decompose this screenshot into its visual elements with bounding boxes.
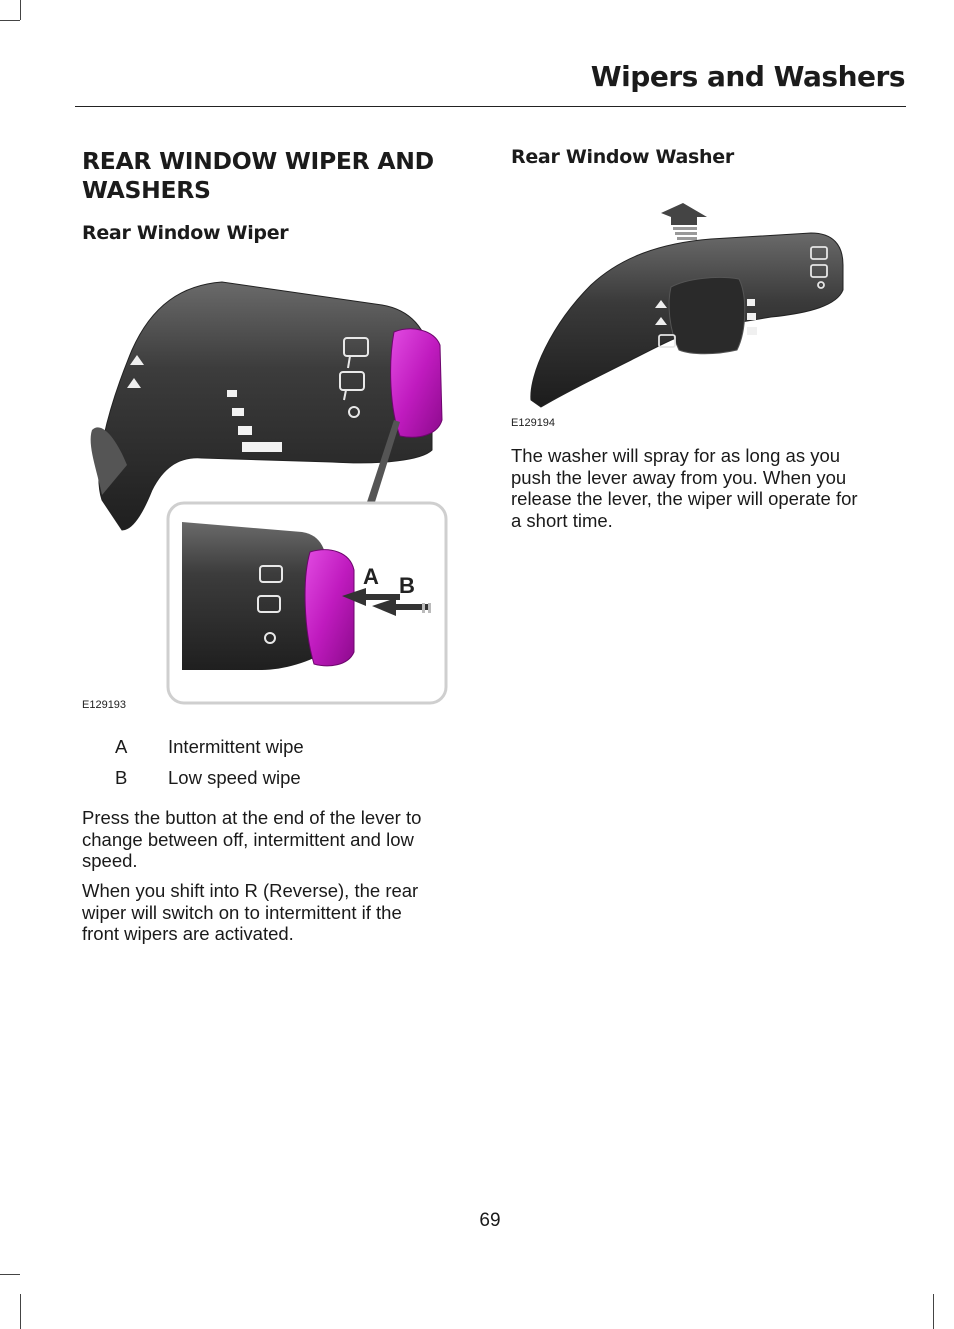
inset-lever [182, 522, 327, 670]
page-number: 69 [479, 1210, 501, 1231]
paragraph-button-modes: Press the button at the end of the lever… [82, 807, 422, 871]
left-column: REAR WINDOW WIPER AND WASHERS [82, 147, 472, 205]
end-button [390, 328, 443, 438]
section-title: REAR WINDOW WIPER AND WASHERS [82, 147, 472, 205]
rear-wiper-lever-illustration [90, 281, 448, 705]
rear-washer-lever-illustration [530, 203, 844, 408]
crop-mark [0, 20, 20, 21]
crop-mark [20, 0, 21, 20]
arrow-a [342, 588, 400, 606]
section-title-line-2: WASHERS [82, 176, 211, 204]
wiper-symbols [339, 337, 369, 418]
washer-speed-marks [747, 299, 757, 335]
callout-b: B [399, 573, 415, 598]
page-title: Wipers and Washers [590, 60, 906, 93]
rear-washer-subtitle: Rear Window Washer [511, 146, 734, 168]
crop-mark [20, 1294, 21, 1329]
inset-wiper-symbols [257, 565, 283, 644]
callout-pointer [367, 420, 400, 502]
figure-code-e129193: E129193 [82, 699, 127, 711]
arrow-b [372, 598, 430, 616]
paragraph-washer: The washer will spray for as long as you… [511, 445, 858, 531]
legend-value: Low speed wipe [168, 767, 301, 788]
push-arrow-tail [673, 227, 697, 240]
inset-end-button [304, 549, 355, 667]
figure-code-e129194: E129194 [511, 417, 556, 429]
washer-lever-collar [668, 276, 746, 355]
washer-wiper-symbols [658, 246, 828, 348]
rear-wiper-subtitle: Rear Window Wiper [82, 222, 289, 244]
crop-mark [0, 1274, 20, 1275]
title-divider [75, 106, 906, 107]
arrow-b-tail [422, 603, 431, 613]
callout-a: A [363, 564, 379, 589]
crop-mark [933, 1294, 934, 1329]
washer-speed-arrows [655, 300, 667, 325]
paragraph-reverse: When you shift into R (Reverse), the rea… [82, 880, 419, 944]
legend-key: A [115, 736, 128, 757]
legend-value: Intermittent wipe [168, 736, 304, 757]
lever-stalk [98, 281, 433, 531]
legend-key: B [115, 767, 128, 788]
lever-tail [90, 427, 127, 495]
section-title-line-1: REAR WINDOW WIPER AND [82, 147, 434, 175]
speed-arrows [127, 355, 144, 388]
speed-marks [227, 390, 282, 452]
push-arrow [661, 203, 707, 225]
